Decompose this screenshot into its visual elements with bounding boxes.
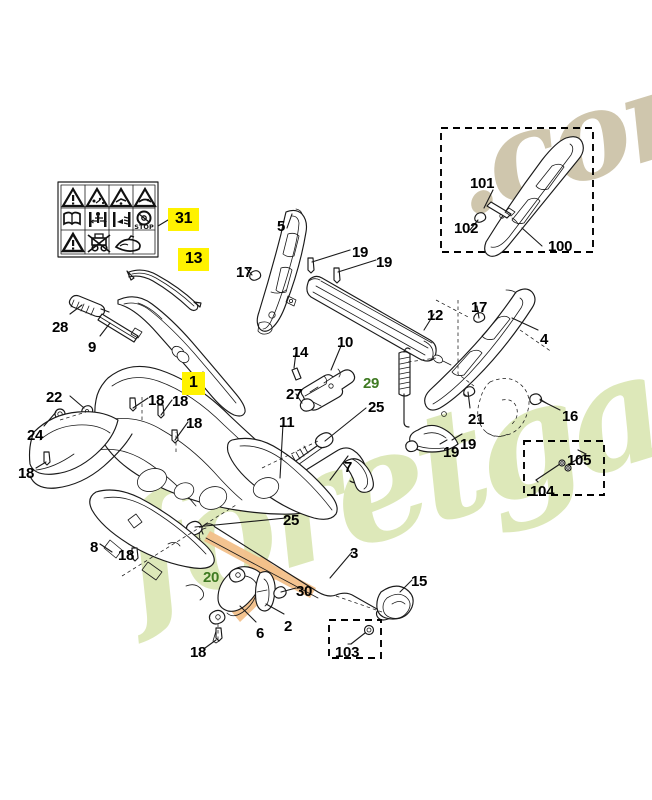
inset-box-100: [440, 127, 594, 257]
callout-102: 102: [454, 220, 479, 237]
part-10-lever-block: [300, 368, 356, 411]
inset-box-103: [328, 619, 382, 659]
callout-16: 16: [562, 408, 579, 425]
part-12-rail: [306, 275, 452, 366]
safety-decal-artwork: STOP: [57, 181, 159, 258]
part-20-bracket: [208, 566, 287, 644]
callout-3: 3: [350, 545, 359, 562]
fasteners-right: [249, 257, 549, 406]
callout-17: 17: [471, 299, 488, 316]
callout-19: 19: [460, 436, 477, 453]
callout-14: 14: [292, 344, 309, 361]
callout-103: 103: [335, 644, 360, 661]
callout-2: 2: [284, 618, 293, 635]
callout-18: 18: [118, 547, 135, 564]
callout-18: 18: [186, 415, 203, 432]
callout-30: 30: [296, 583, 313, 600]
callout-18: 18: [148, 392, 165, 409]
callout-27: 27: [286, 386, 303, 403]
callout-11: 11: [279, 414, 295, 431]
callout-4: 4: [540, 331, 549, 348]
inset-box-105: [523, 440, 605, 496]
callout-8: 8: [90, 539, 99, 556]
callout-104: 104: [530, 483, 555, 500]
callout-12: 12: [427, 307, 444, 324]
callout-22: 22: [46, 389, 63, 406]
callout-19: 19: [376, 254, 393, 271]
callout-1: 1: [182, 372, 205, 395]
callout-18: 18: [172, 393, 189, 410]
callout-18: 18: [190, 644, 207, 661]
part-28-spring: [68, 294, 110, 318]
callout-29: 29: [363, 375, 380, 392]
part-13-grip: [126, 269, 202, 312]
part-1-handle-cover: [117, 296, 246, 417]
callout-9: 9: [88, 339, 97, 356]
callout-31: 31: [168, 208, 200, 231]
callout-28: 28: [52, 319, 69, 336]
callout-15: 15: [411, 573, 428, 590]
callout-20: 20: [203, 569, 220, 586]
part-15-grommet: [376, 585, 414, 620]
callout-21: 21: [468, 411, 485, 428]
callout-18: 18: [18, 465, 35, 482]
callout-6: 6: [256, 625, 265, 642]
callout-13: 13: [178, 248, 210, 271]
callout-100: 100: [548, 238, 573, 255]
svg-text:STOP: STOP: [134, 223, 154, 231]
callout-24: 24: [27, 427, 44, 444]
callout-105: 105: [567, 452, 592, 469]
assembly-guides: [59, 299, 553, 640]
part-29-spring: [398, 347, 411, 428]
callout-19: 19: [443, 444, 460, 461]
callout-25: 25: [283, 512, 300, 529]
part-9-bolt: [97, 313, 143, 343]
callout-17: 17: [236, 264, 253, 281]
main-frame-body: [28, 365, 338, 601]
callout-19: 19: [352, 244, 369, 261]
part-14-pin: [291, 367, 322, 412]
leader-lines: [35, 189, 587, 649]
callout-7: 7: [344, 459, 353, 476]
callout-101: 101: [470, 175, 495, 192]
callout-5: 5: [277, 218, 286, 235]
part-5-arm: [256, 208, 308, 335]
callout-25: 25: [368, 399, 385, 416]
callout-10: 10: [337, 334, 354, 351]
